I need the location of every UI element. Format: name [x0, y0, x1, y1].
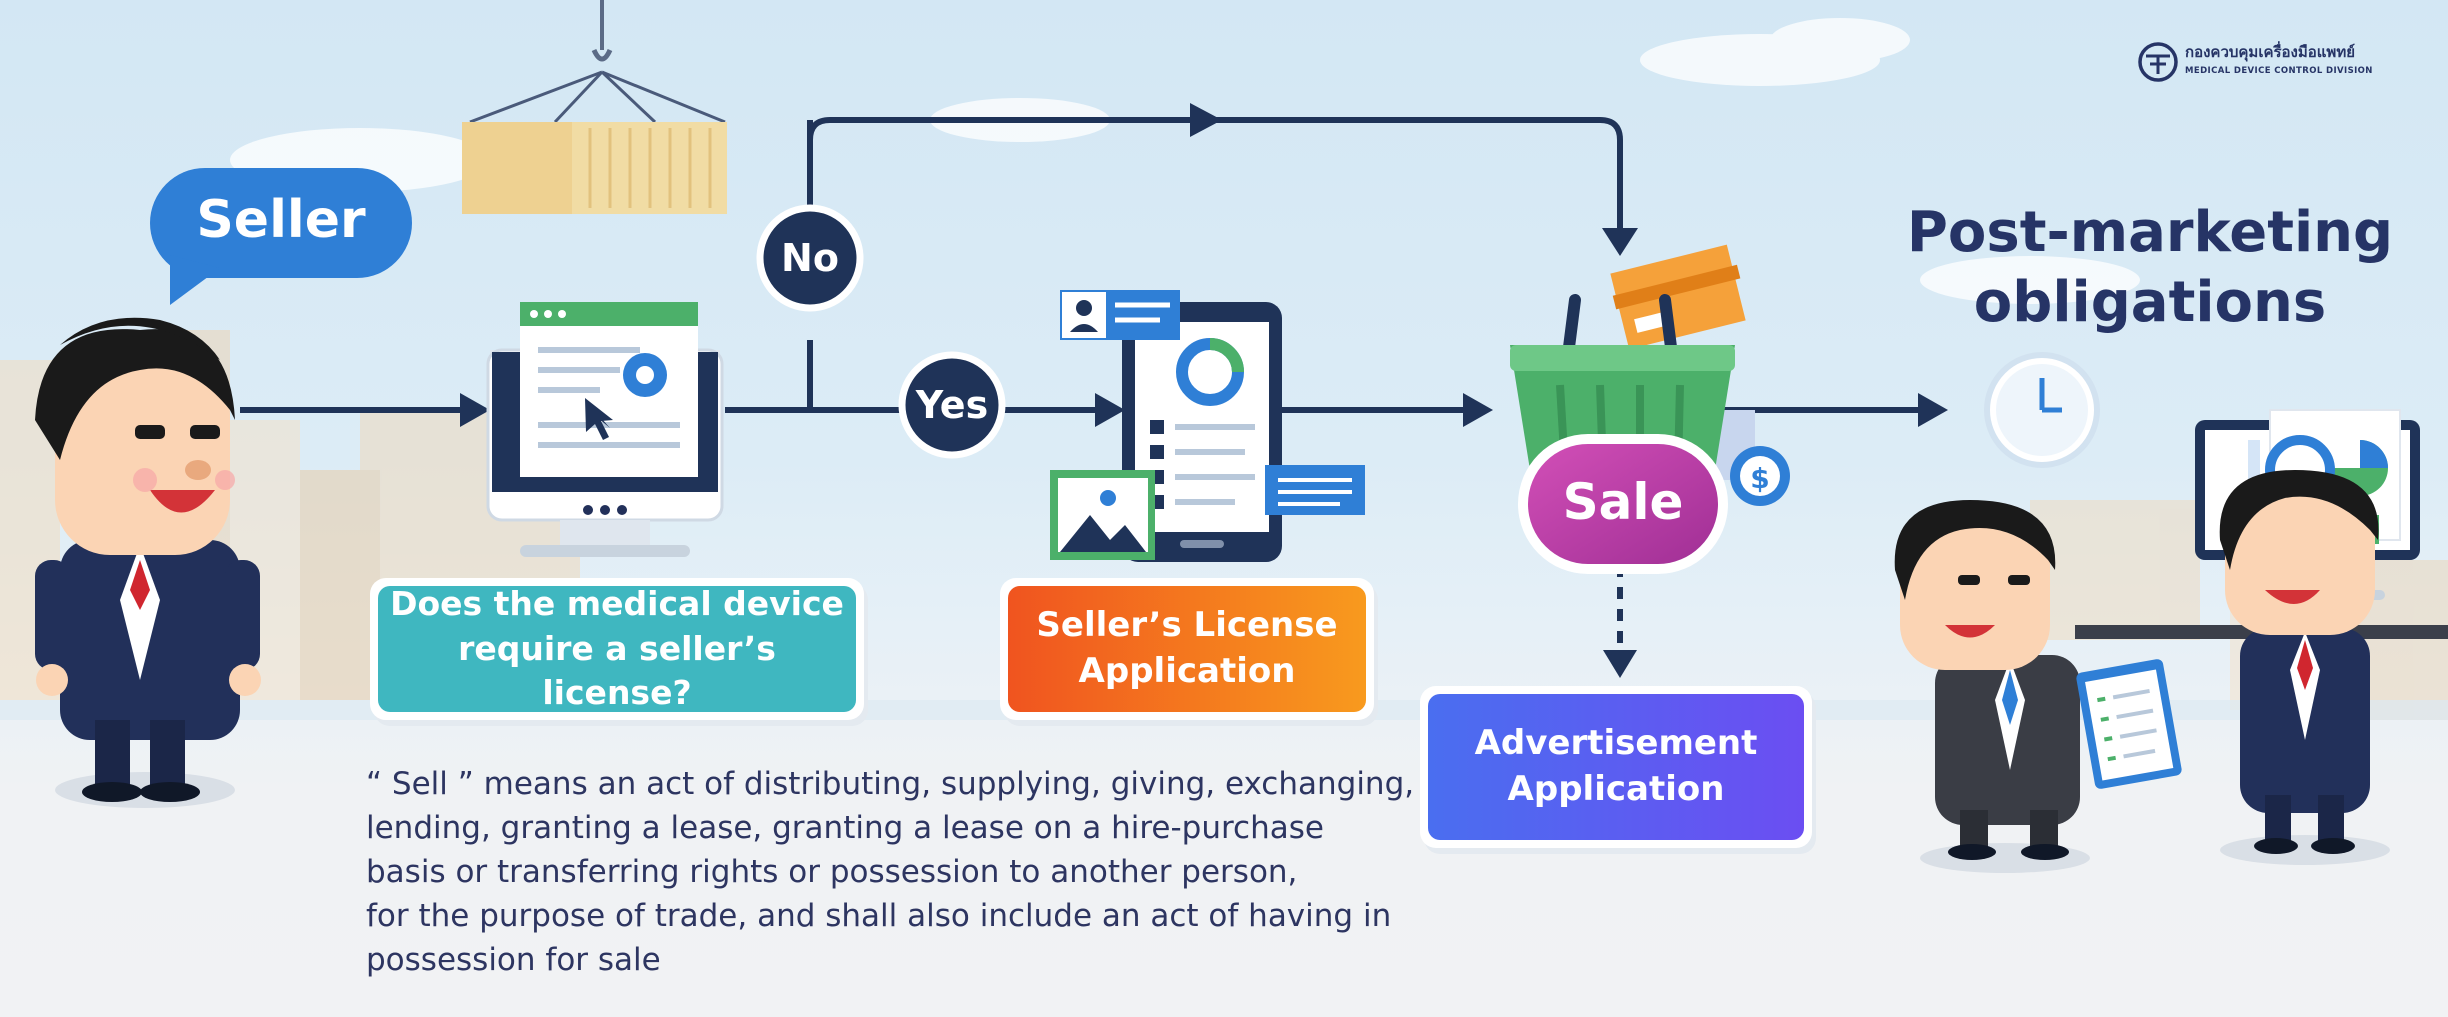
division-name-thai: กองควบคุมเครื่องมือแพทย์	[2185, 43, 2355, 61]
clock-icon	[1984, 352, 2100, 468]
seller-character	[35, 317, 261, 808]
advertisement-line2: Application	[1507, 769, 1725, 809]
sell-definition: “ Sell ” means an act of distributing, s…	[366, 762, 1426, 982]
phone-illustration	[1050, 290, 1365, 562]
definition-line: basis or transferring rights or possessi…	[366, 854, 1298, 890]
shopping-basket-illustration: $	[1510, 244, 1790, 506]
license-application-card: Seller’s License Application	[1008, 586, 1366, 712]
definition-line: for the purpose of trade, and shall also…	[366, 898, 1392, 934]
yes-decision-circle	[898, 351, 1006, 459]
definition-line: “ Sell ” means an act of distributing, s…	[366, 766, 1415, 802]
advertisement-card-fill	[1428, 694, 1804, 840]
post-marketing-title: Post-marketing obligations	[1880, 198, 2420, 338]
license-line1: Seller’s License	[1036, 605, 1338, 646]
post-marketing-title-line1: Post-marketing	[1906, 200, 2394, 265]
businessman-right-illustration	[2076, 470, 2390, 865]
decision-question-line2: require a seller’s license?	[458, 628, 776, 713]
businessman-left-illustration	[1894, 500, 2090, 873]
crane-crate	[462, 0, 727, 214]
advertisement-line1: Advertisement	[1474, 723, 1758, 764]
decision-question-line1: Does the medical device	[390, 584, 844, 624]
definition-line: possession for sale	[366, 942, 661, 978]
computer-monitor-illustration	[486, 302, 724, 557]
svg-text:$: $	[1750, 462, 1769, 495]
yes-label: Yes	[915, 383, 989, 427]
division-name-english: MEDICAL DEVICE CONTROL DIVISION	[2185, 66, 2373, 76]
sale-pill-fill	[1528, 444, 1718, 564]
license-line2: Application	[1078, 651, 1296, 691]
no-label: No	[781, 236, 839, 280]
post-marketing-title-line2: obligations	[1973, 270, 2327, 335]
seller-speech-bubble	[150, 168, 412, 305]
decision-question-card: Does the medical device require a seller…	[378, 584, 856, 712]
flow-arrowheads	[460, 103, 1948, 678]
no-decision-circle	[756, 204, 864, 312]
division-logo-icon	[2138, 42, 2178, 82]
decision-card-fill	[378, 586, 856, 712]
seller-label: Seller	[196, 190, 366, 250]
sale-label: Sale	[1562, 473, 1684, 531]
advertisement-application-card: Advertisement Application	[1428, 694, 1804, 840]
definition-line: lending, granting a lease, granting a le…	[366, 810, 1324, 846]
license-card-fill	[1008, 586, 1366, 712]
